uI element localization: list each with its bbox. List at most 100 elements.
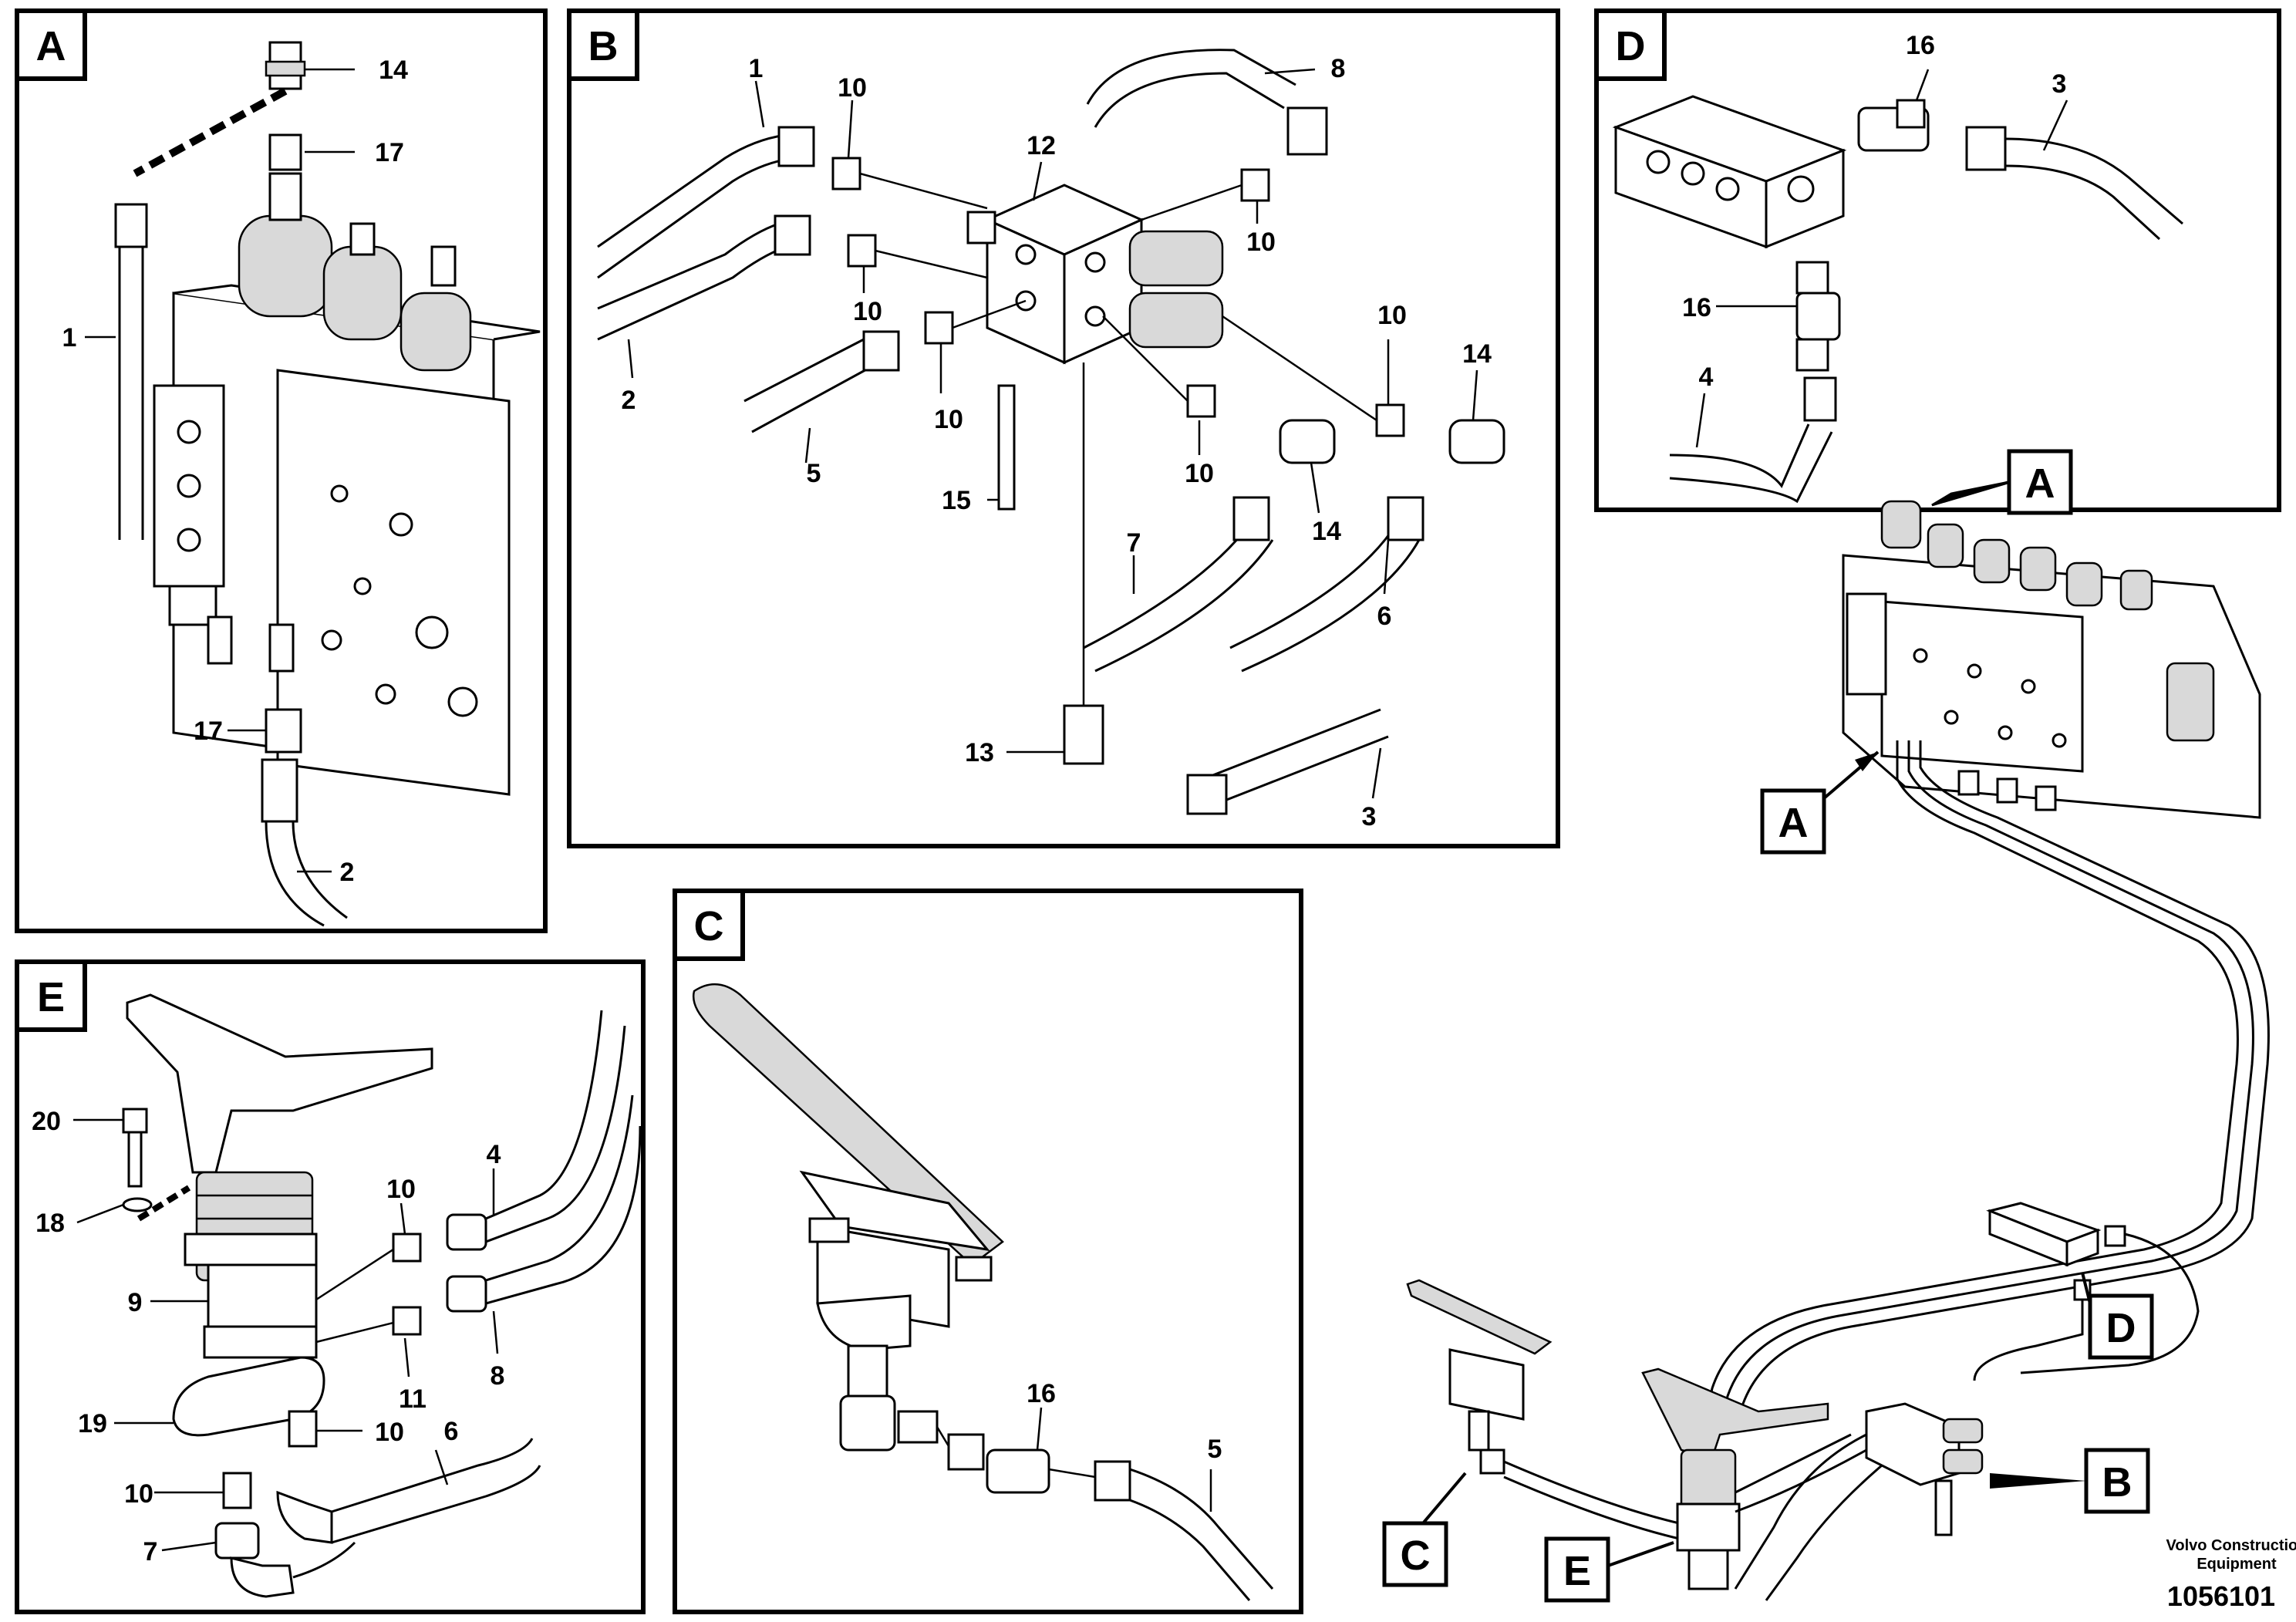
overview-hose (1718, 740, 2254, 1428)
panel-e-label-4: 18 (35, 1209, 65, 1238)
hose-2 (261, 758, 348, 927)
panel-c: C 16 5 (673, 889, 1303, 1614)
adapter-10 (392, 1233, 422, 1263)
panel-d-label-4: 4 (1699, 363, 1714, 392)
adapter-10 (1375, 403, 1405, 437)
hose-1 (114, 203, 148, 540)
callout-b: B (1990, 1448, 2150, 1514)
fitting-17-top (268, 133, 302, 171)
panel-b-label-4: 12 (1027, 131, 1056, 160)
panel-d-label-1: 16 (1906, 31, 1935, 60)
panel-b-label-11: 5 (807, 459, 821, 488)
adapter-10 (831, 157, 861, 191)
connection-dashed-line (137, 1185, 191, 1222)
callout-b-label: B (2102, 1459, 2132, 1506)
panel-d-tag: D (1616, 23, 1646, 69)
panel-a-label-1: 14 (379, 56, 408, 85)
callout-e-label: E (1563, 1548, 1591, 1594)
callout-a-top: A (1931, 449, 2073, 515)
panel-c-tag-box (673, 889, 745, 961)
panel-e-label-1: 4 (487, 1140, 501, 1169)
connection-dashed-line (133, 87, 288, 177)
panel-b-label-5: 10 (1246, 228, 1276, 257)
panel-b-label-14: 15 (942, 486, 971, 515)
callout-a-bottom: A (1760, 750, 1880, 855)
hose-5 (743, 330, 900, 433)
tee-16-side (1795, 261, 1841, 422)
fitting-14 (265, 41, 306, 90)
panel-b-label-15: 14 (1312, 517, 1341, 546)
adapter-10 (1186, 384, 1216, 418)
callout-c: C (1382, 1472, 1467, 1587)
overview-pedal-c (1406, 1279, 1698, 1544)
machine-overview: A A D B C E (1382, 449, 2270, 1603)
hose-7 (1083, 496, 1274, 673)
panel-e-label-3: 10 (386, 1175, 416, 1204)
panel-b-label-9: 10 (1377, 301, 1407, 330)
panel-b-label-19: 3 (1362, 802, 1377, 831)
control-valve-illustration (153, 172, 541, 796)
hose-3 (1965, 126, 2183, 241)
adapter-10 (1240, 168, 1270, 202)
panel-b-label-10: 14 (1462, 339, 1492, 369)
panel-e-tag: E (37, 974, 65, 1020)
panel-b-label-16: 7 (1127, 528, 1141, 558)
pedal-valve-9 (126, 993, 433, 1359)
panel-d-label-2: 3 (2052, 69, 2067, 99)
company-name-line-2: Equipment (2197, 1556, 2277, 1573)
hose-2 (597, 214, 811, 341)
panel-b: B (567, 8, 1560, 848)
panel-a: A (15, 8, 548, 933)
fitting-17-bottom (265, 708, 302, 754)
panel-e-label-12: 7 (143, 1537, 158, 1566)
company-name-line-1: Volvo Construction (2166, 1537, 2296, 1554)
bolt-15 (997, 384, 1016, 511)
washer-18 (122, 1197, 153, 1212)
drawing-reference-number: 1056101 (2167, 1580, 2275, 1612)
panel-c-label-1: 16 (1027, 1379, 1056, 1408)
panel-e-label-9: 10 (375, 1418, 404, 1447)
panel-c-tag: C (694, 903, 724, 949)
callout-d-label: D (2106, 1305, 2136, 1351)
adapter-10 (288, 1410, 318, 1448)
panel-b-tag: B (588, 23, 619, 69)
manifold-block-12 (966, 184, 1224, 365)
callout-e: E (1544, 1536, 1674, 1603)
panel-e: E (15, 959, 646, 1614)
panel-b-label-1: 1 (749, 54, 764, 83)
elbow-14-right (1448, 419, 1505, 464)
adapter-10 (222, 1472, 252, 1509)
panel-e-label-5: 8 (491, 1361, 505, 1391)
panel-e-tag-box (15, 959, 87, 1032)
panel-d-label-3: 16 (1682, 293, 1711, 322)
bolt-20 (122, 1108, 148, 1188)
panel-b-label-7: 2 (622, 386, 636, 415)
tee-16-top (1857, 99, 1930, 152)
hose-3 (1186, 708, 1389, 815)
elbow-7 (214, 1522, 356, 1598)
panel-e-label-10: 6 (444, 1417, 459, 1446)
panel-e-label-8: 19 (78, 1409, 107, 1438)
panel-b-label-6: 10 (853, 297, 882, 326)
panel-a-tag: A (36, 23, 66, 69)
hose-8 (1086, 49, 1328, 156)
panel-e-label-11: 10 (124, 1479, 153, 1509)
panel-b-label-3: 8 (1331, 54, 1346, 83)
callout-d: D (2081, 1272, 2154, 1360)
panel-d-tag-box (1594, 8, 1667, 81)
tee-13 (1063, 704, 1104, 765)
elbow-14-left (1279, 419, 1336, 464)
foot-pedal-illustration (692, 983, 1004, 1452)
panel-c-label-2: 5 (1208, 1435, 1222, 1464)
panel-b-label-13: 10 (1185, 459, 1214, 488)
panel-e-label-2: 20 (32, 1107, 61, 1136)
hose-1 (597, 126, 815, 279)
panel-b-label-2: 10 (838, 73, 867, 103)
panel-e-label-7: 9 (128, 1288, 143, 1317)
hose-8 (446, 1094, 642, 1313)
panel-b-label-8: 10 (934, 405, 963, 434)
hose-6 (1229, 496, 1424, 673)
callout-c-label: C (1401, 1533, 1431, 1579)
panel-e-label-6: 11 (399, 1384, 426, 1414)
